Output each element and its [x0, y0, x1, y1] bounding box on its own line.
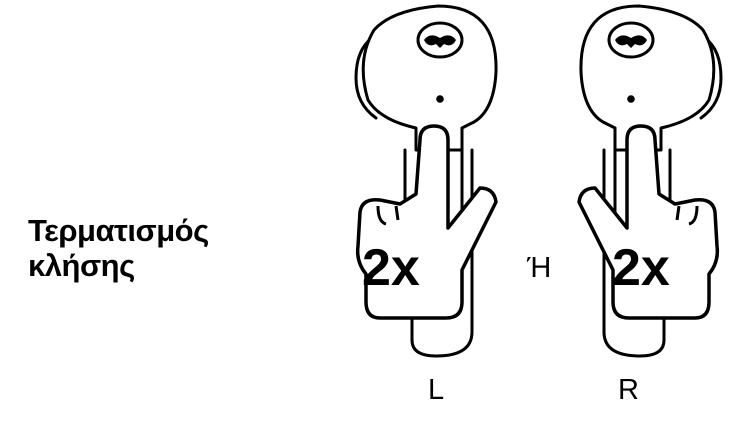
caption-line-2: κλήσης	[28, 248, 135, 283]
right-pointing-hand-icon	[577, 124, 720, 320]
left-side-label: L	[428, 374, 445, 406]
right-side-label: R	[618, 374, 639, 406]
caption-line-1: Τερματισμός	[28, 213, 209, 248]
left-brand-logo	[416, 21, 464, 59]
left-press-count: 2x	[362, 239, 420, 297]
right-press-count: 2x	[612, 239, 670, 297]
gesture-caption: Τερματισμός κλήσης	[28, 213, 209, 283]
or-separator: Ή	[527, 252, 552, 284]
left-pointing-hand-icon	[355, 124, 498, 320]
right-brand-logo	[607, 21, 655, 59]
